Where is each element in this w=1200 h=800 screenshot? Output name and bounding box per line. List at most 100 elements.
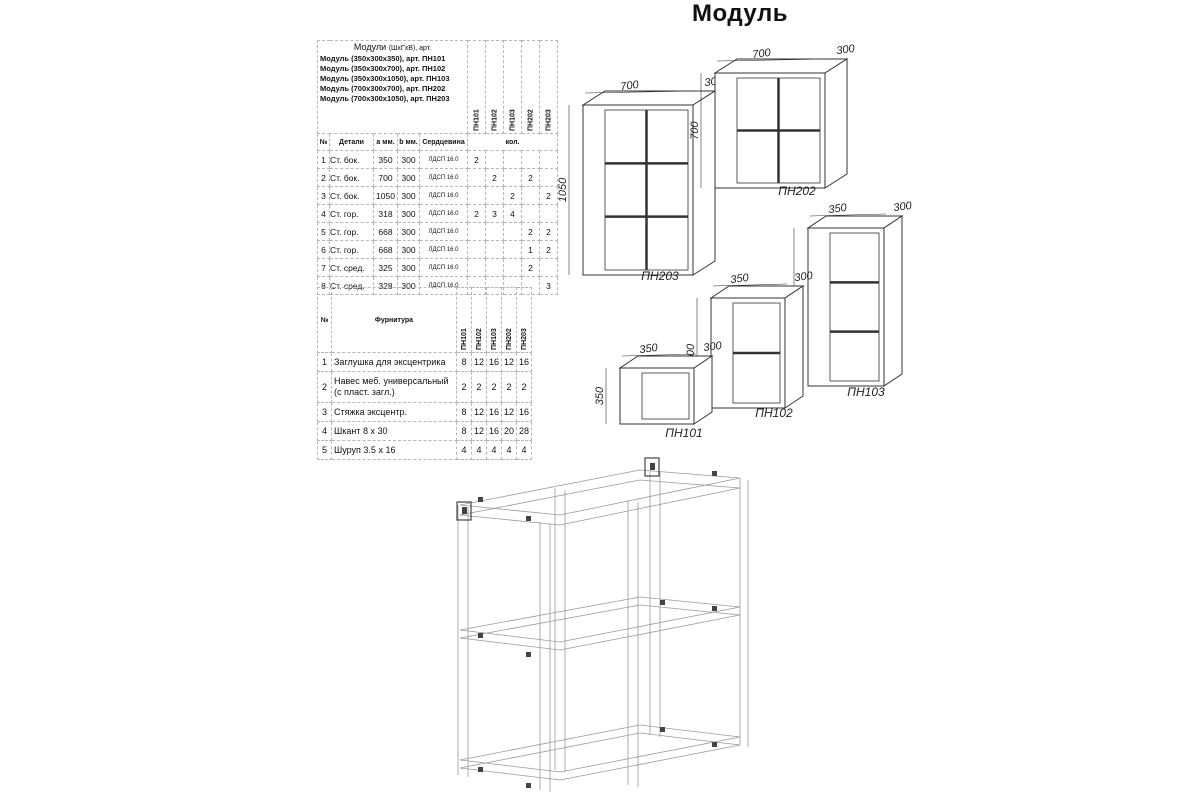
parts-cell-n: 6 bbox=[317, 240, 330, 259]
parts-cell-qty bbox=[485, 222, 505, 241]
module-line-3: Модуль (350x300x1050), арт. ПН103 bbox=[320, 74, 450, 83]
parts-cell-qty: 2 bbox=[467, 204, 487, 223]
module-width-label: 350 bbox=[828, 202, 849, 217]
parts-cell-part: Ст. гор. bbox=[329, 240, 374, 259]
col-b: b мм. bbox=[397, 133, 420, 151]
hw-cell-qty: 8 bbox=[456, 352, 472, 372]
hw-cell-qty: 4 bbox=[501, 440, 517, 460]
hw-cell-name: Заглушка для эксцентрика bbox=[334, 356, 446, 367]
module-line-5: Модуль (700x300x1050), арт. ПН203 bbox=[320, 94, 450, 103]
parts-cell-qty bbox=[539, 204, 559, 223]
module-width-label: 700 bbox=[752, 47, 773, 62]
module-line-2: Модуль (350x300x700), арт. ПН102 bbox=[320, 64, 446, 73]
module-depth-label: 300 bbox=[703, 340, 724, 355]
parts-cell-n: 1 bbox=[317, 150, 330, 169]
module-top-face bbox=[709, 285, 805, 299]
module-label: ПН103 bbox=[847, 385, 885, 399]
col-qty: кол. bbox=[467, 133, 559, 151]
module-top-face bbox=[581, 90, 717, 106]
hw-name-cell: Навес меб. универсальный (с пласт. загл.… bbox=[331, 371, 457, 403]
parts-cell-qty: 2 bbox=[539, 240, 559, 259]
hw-cell-number: 2 bbox=[317, 371, 332, 403]
hw-cell-qty: 12 bbox=[501, 402, 517, 422]
model-col-pn103: ПН103 bbox=[503, 40, 522, 134]
hardware-table: № Фурнитура ПН101 ПН102 ПН103 ПН202 ПН20… bbox=[317, 287, 532, 460]
parts-cell-part: Ст. бок. bbox=[329, 168, 374, 187]
module-height-label: 700 bbox=[689, 120, 701, 139]
parts-cell-qty bbox=[539, 168, 559, 187]
parts-cell-mat: ЛДСП 16.0 bbox=[418, 168, 469, 187]
dimension-line bbox=[716, 58, 828, 62]
parts-cell-qty bbox=[503, 168, 523, 187]
module-front bbox=[619, 367, 695, 425]
module-side-face bbox=[784, 285, 804, 409]
hw-cell-qty: 4 bbox=[456, 440, 472, 460]
module-height-label: 1050 bbox=[557, 177, 569, 202]
parts-cell-qty: 2 bbox=[539, 186, 559, 205]
module-opening bbox=[732, 302, 781, 404]
hw-name-cell: Заглушка для эксцентрика bbox=[331, 352, 457, 372]
hw-col-pn103: ПН103 bbox=[486, 287, 502, 353]
parts-cell-part: Ст. бок. bbox=[329, 150, 374, 169]
parts-cell-mat: ЛДСП 16.0 bbox=[418, 222, 469, 241]
parts-cell-qty: 3 bbox=[539, 276, 559, 295]
parts-cell-n: 7 bbox=[317, 258, 330, 277]
parts-cell-qty bbox=[521, 204, 541, 223]
parts-cell-part: Ст. бок. bbox=[329, 186, 374, 205]
model-col-pn202: ПН202 bbox=[521, 40, 540, 134]
parts-cell-qty bbox=[539, 150, 559, 169]
module-height-label: 1050 bbox=[782, 294, 794, 319]
parts-cell-qty bbox=[467, 222, 487, 241]
parts-cell-qty bbox=[521, 150, 541, 169]
parts-cell-mat: ЛДСП 16.0 bbox=[418, 150, 469, 169]
parts-cell-qty bbox=[467, 240, 487, 259]
parts-cell-qty: 3 bbox=[485, 204, 505, 223]
parts-cell-qty bbox=[503, 222, 523, 241]
hw-cell-qty: 2 bbox=[516, 371, 532, 403]
parts-cell-a: 325 bbox=[373, 258, 398, 277]
hw-col-pn203: ПН203 bbox=[516, 287, 532, 353]
parts-table-title: Модули bbox=[353, 42, 387, 52]
parts-cell-qty bbox=[521, 186, 541, 205]
hw-cell-number: 1 bbox=[317, 352, 332, 372]
module-side-face bbox=[693, 355, 713, 425]
hw-cell-name: Шуруп 3.5 х 16 bbox=[334, 444, 396, 455]
parts-table: Модули (ШхГхВ), арт. Модуль (350x300x350… bbox=[316, 40, 559, 295]
module-side-face bbox=[883, 215, 903, 387]
module-top-face bbox=[806, 215, 904, 229]
parts-cell-qty bbox=[485, 150, 505, 169]
parts-cell-qty bbox=[503, 150, 523, 169]
module-opening bbox=[736, 77, 821, 184]
hw-cell-qty: 2 bbox=[456, 371, 472, 403]
hw-cell-qty: 2 bbox=[501, 371, 517, 403]
parts-cell-qty bbox=[503, 240, 523, 259]
hw-cell-number: 5 bbox=[317, 440, 332, 460]
hw-cell-qty: 16 bbox=[486, 402, 502, 422]
parts-cell-mat: ЛДСП 16.0 bbox=[418, 258, 469, 277]
parts-cell-qty: 2 bbox=[521, 168, 541, 187]
hw-col-pn102: ПН102 bbox=[471, 287, 487, 353]
parts-cell-a: 700 bbox=[373, 168, 398, 187]
module-depth-label: 300 bbox=[893, 200, 914, 215]
parts-cell-qty: 2 bbox=[521, 258, 541, 277]
parts-cell-b: 300 bbox=[397, 150, 420, 169]
module-side-face bbox=[692, 90, 716, 276]
parts-cell-part: Ст. сред. bbox=[329, 258, 374, 277]
module-depth-label: 300 bbox=[794, 270, 815, 285]
hw-name-cell: Шуруп 3.5 х 16 bbox=[331, 440, 457, 460]
parts-cell-a: 668 bbox=[373, 240, 398, 259]
parts-cell-n: 2 bbox=[317, 168, 330, 187]
module-front bbox=[807, 227, 885, 387]
hw-col-name: Фурнитура bbox=[331, 287, 457, 353]
parts-cell-qty: 2 bbox=[485, 168, 505, 187]
